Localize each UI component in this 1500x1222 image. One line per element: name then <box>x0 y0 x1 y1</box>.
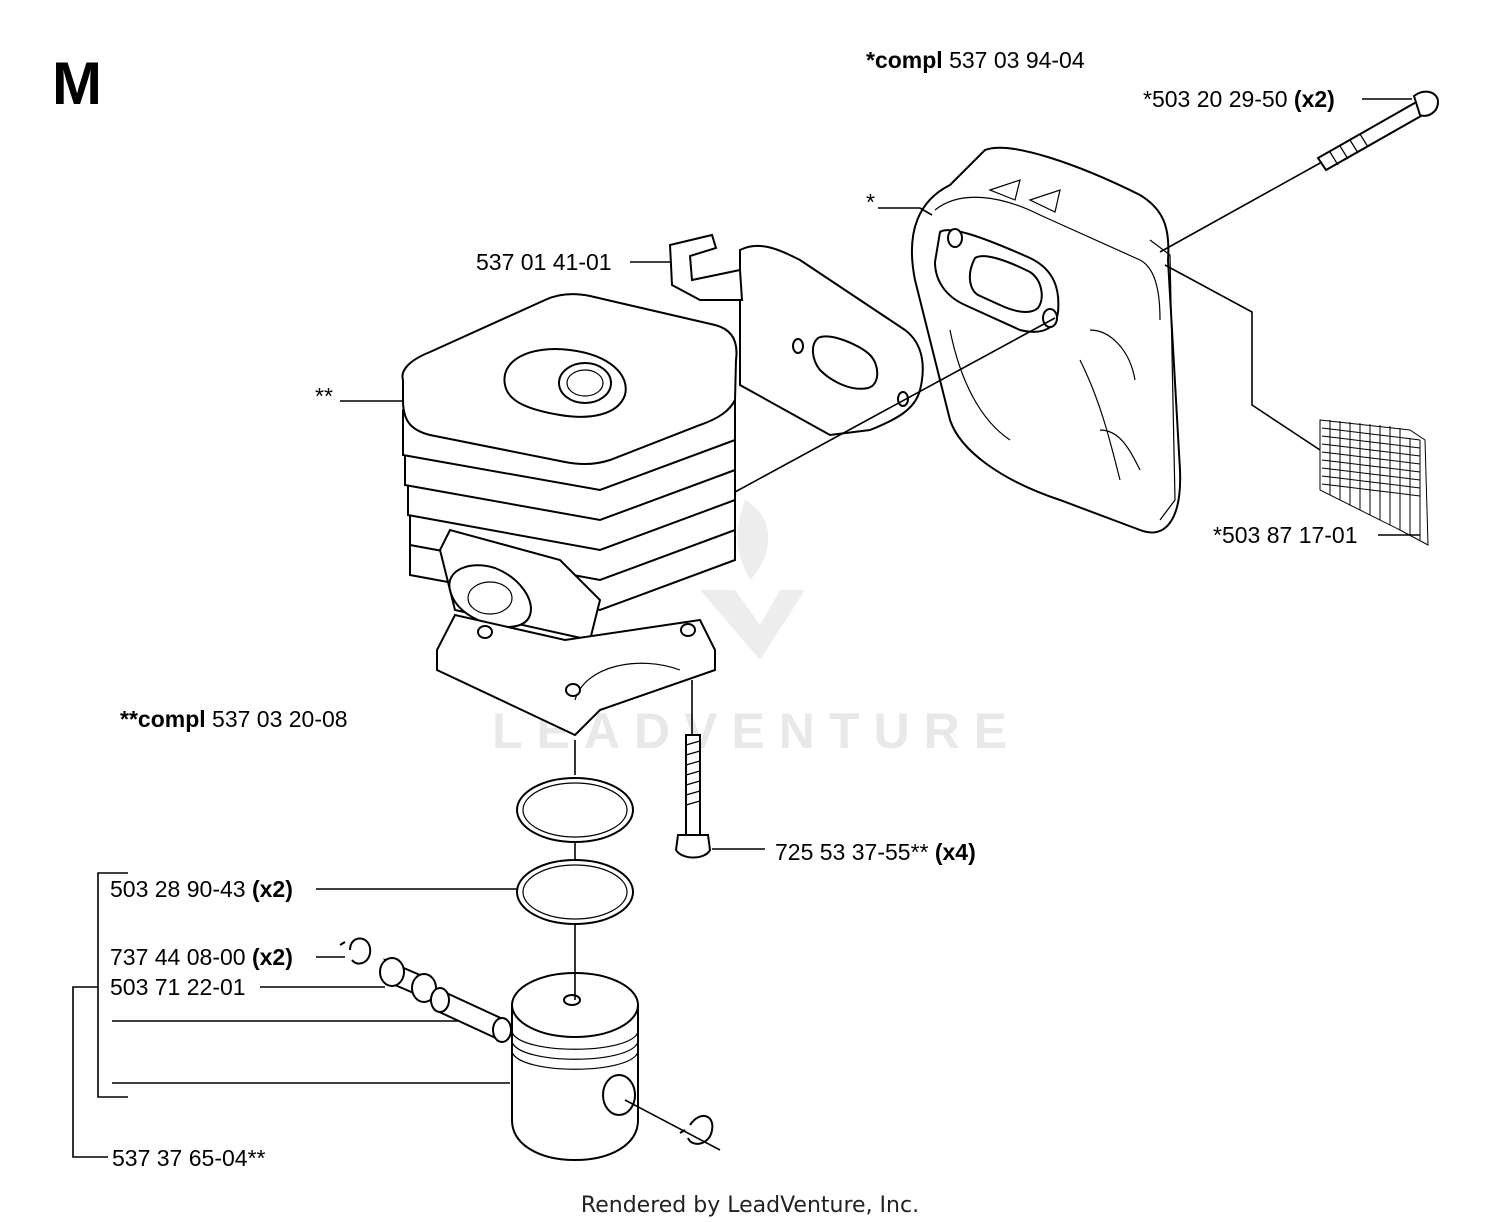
label-piston-ring: 503 28 90-43 (x2) <box>110 876 293 902</box>
cylinder-part <box>401 293 738 737</box>
label-cylinder-compl: **compl 537 03 20-08 <box>120 706 348 732</box>
circlip-left-part <box>339 937 372 965</box>
wrist-pin-part <box>430 987 512 1043</box>
label-circlip: 737 44 08-00 (x2) <box>110 944 293 970</box>
label-needle-bearing: 503 71 22-01 <box>110 974 246 1000</box>
label-bracket: 537 01 41-01 <box>476 249 612 275</box>
piston-ring-upper <box>516 777 634 843</box>
spark-screen-part <box>1319 419 1429 546</box>
label-cylinder-mark: ** <box>315 383 333 409</box>
label-piston-kit: 537 37 65-04** <box>112 1145 266 1171</box>
label-spark-screen: *503 87 17-01 <box>1213 522 1358 548</box>
label-muffler-screw: *503 20 29-50 (x2) <box>1143 86 1335 112</box>
muffler-part <box>910 146 1182 534</box>
section-letter: M <box>52 50 102 117</box>
bracket-part <box>668 233 924 437</box>
piston-ring-lower <box>516 859 634 925</box>
circlip-right-part <box>679 1115 714 1145</box>
cylinder-screw-part <box>674 734 712 859</box>
needle-bearing-part <box>379 957 437 1003</box>
label-muffler-mark: * <box>866 189 875 215</box>
label-cylinder-screw: 725 53 37-55** (x4) <box>775 839 976 865</box>
footer-credit: Rendered by LeadVenture, Inc. <box>581 1193 919 1218</box>
muffler-screw-part <box>1316 90 1440 172</box>
label-muffler-compl: *compl 537 03 94-04 <box>866 47 1085 73</box>
piston-part <box>511 972 639 1162</box>
leader-lines <box>72 98 1420 1158</box>
